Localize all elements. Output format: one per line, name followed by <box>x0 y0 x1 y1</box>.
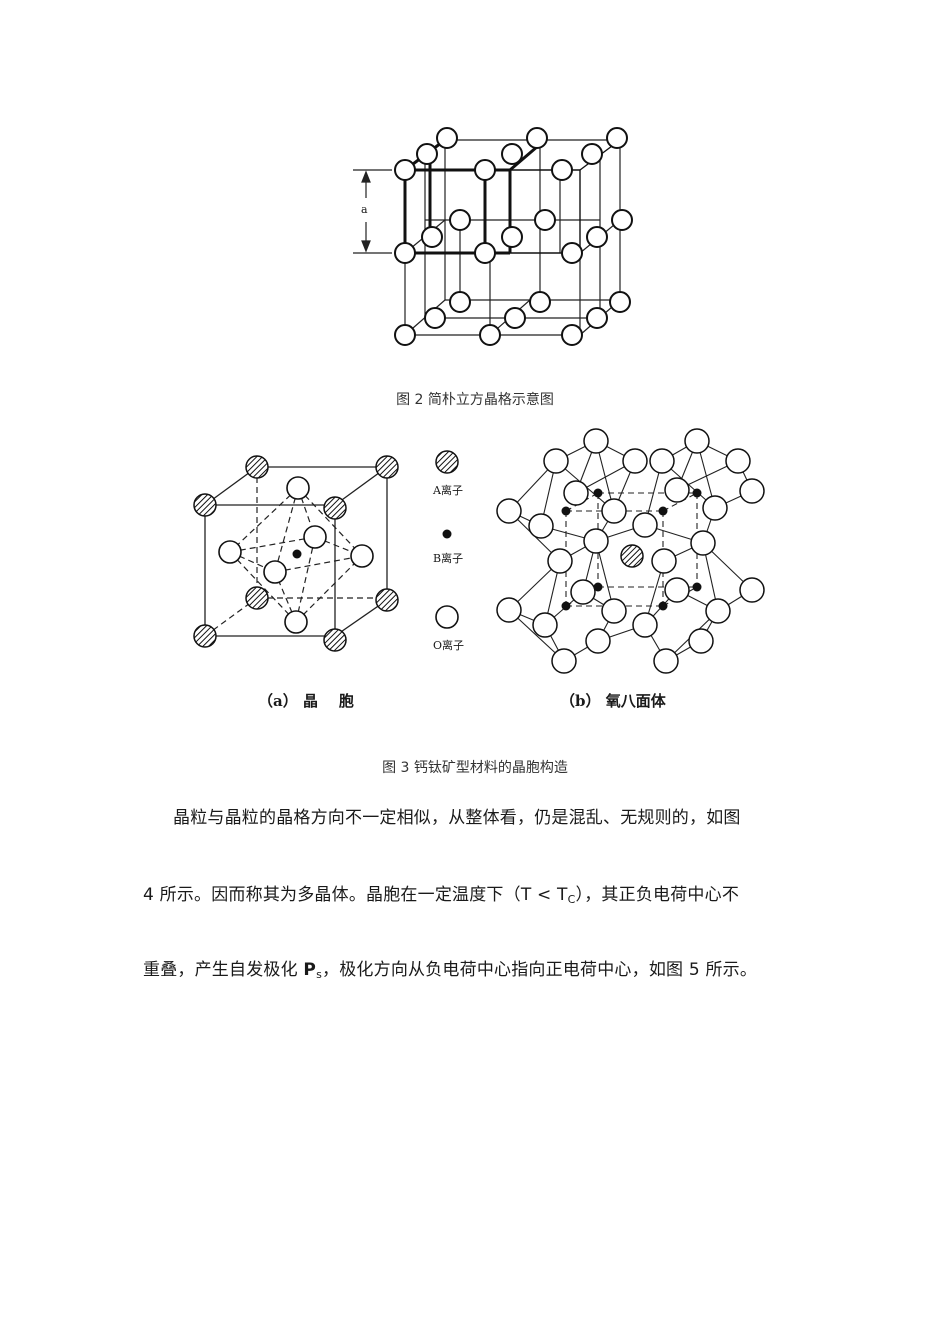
polarization-subscript: s <box>316 968 323 981</box>
legend-a-ion-label: A离子 <box>433 484 463 497</box>
line-2-text-end: ），其正负电荷中心不 <box>575 885 740 905</box>
critical-temperature-subscript: C <box>567 893 576 906</box>
body-paragraph-line-2: 4 所示。因而称其为多晶体。晶胞在一定温度下（T < TC），其正负电荷中心不 <box>143 880 739 906</box>
legend-b-ion-label: B离子 <box>433 552 464 565</box>
perovskite-unit-cell-figure <box>193 450 459 652</box>
dimension-label: a <box>361 203 368 216</box>
panel-a-label: （a） 晶 胞 <box>258 692 354 710</box>
body-paragraph-line-1: 晶粒与晶粒的晶格方向不一定相似，从整体看，仍是混乱、无规则的，如图 <box>173 808 741 828</box>
figure-2-caption: 图 2 简朴立方晶格示意图 <box>396 392 554 408</box>
line-3-text-end: ，极化方向从负电荷中心指向正电荷中心，如图 5 所示。 <box>322 960 758 980</box>
panel-b-label: （b） 氧八面体 <box>560 692 666 710</box>
figure-3-caption: 图 3 钙钛矿型材料的晶胞构造 <box>382 760 568 776</box>
body-paragraph-line-3: 重叠，产生自发极化 Ps，极化方向从负电荷中心指向正电荷中心，如图 5 所示。 <box>143 955 757 981</box>
simple-cubic-lattice-figure <box>353 127 633 346</box>
line-2-text-start: 4 所示。因而称其为多晶体。晶胞在一定温度下（T < T <box>143 885 568 905</box>
oxygen-octahedra-figure <box>496 428 765 674</box>
polarization-symbol: P <box>303 960 317 980</box>
line-3-text-start: 重叠，产生自发极化 <box>143 960 304 980</box>
legend-o-ion-label: O离子 <box>433 639 465 652</box>
